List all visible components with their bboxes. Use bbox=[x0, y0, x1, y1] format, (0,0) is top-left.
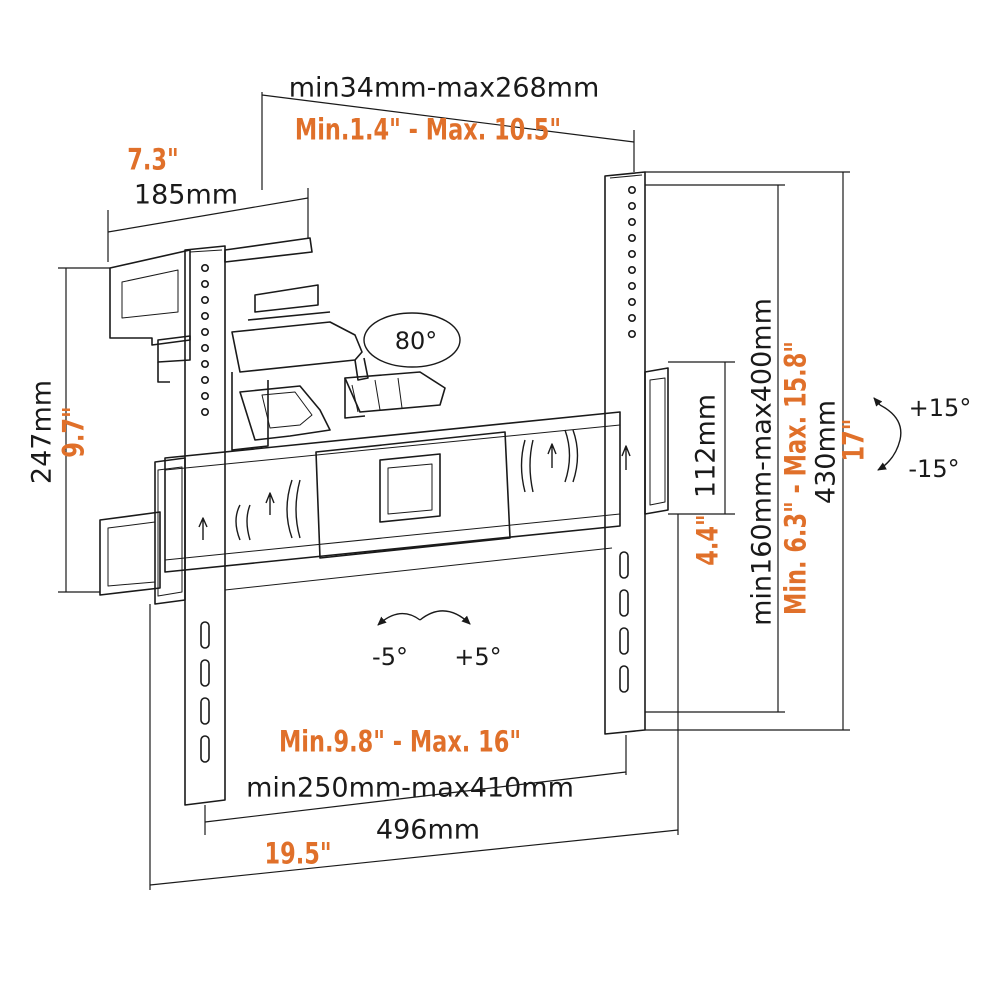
horizontal-rail bbox=[154, 367, 669, 605]
tilt-up-label: +15° bbox=[908, 394, 972, 422]
arm-span-mm-label: min34mm-max268mm bbox=[288, 72, 600, 104]
wall-plate-width-in-label: 7.3" bbox=[127, 142, 179, 177]
total-width-in-label: 19.5" bbox=[264, 836, 332, 871]
center-height-in-label: 4.4" bbox=[690, 514, 725, 566]
bracket-height-in-label: 17" bbox=[836, 418, 871, 462]
vesa-horizontal-in-label: Min.9.8" - Max. 16" bbox=[278, 724, 522, 759]
wall-plate-width-mm-label: 185mm bbox=[133, 179, 239, 211]
arm-span-in-label: Min.1.4" - Max. 10.5" bbox=[294, 112, 562, 147]
right-tv-strap bbox=[604, 171, 646, 735]
vesa-vertical-mm-label: min160mm-max400mm bbox=[746, 298, 778, 626]
dimension-lines bbox=[58, 92, 850, 890]
left-tv-strap bbox=[184, 245, 226, 806]
angle-indicators bbox=[363, 312, 902, 626]
swivel-ellipse bbox=[363, 312, 461, 368]
articulating-arms bbox=[231, 311, 446, 451]
total-width-mm-label: 496mm bbox=[375, 814, 481, 846]
center-height-mm-label: 112mm bbox=[690, 393, 722, 499]
level-left-label: -5° bbox=[372, 643, 408, 671]
swivel-angle-label: 80° bbox=[394, 327, 438, 355]
wall-plate bbox=[99, 237, 319, 596]
bracket-height-mm-label: 430mm bbox=[810, 399, 842, 505]
wall-plate-height-in-label: 9.7" bbox=[56, 406, 91, 458]
vesa-vertical-in-label: Min. 6.3" - Max. 15.8" bbox=[778, 340, 813, 616]
wall-plate-height-mm-label: 247mm bbox=[26, 379, 58, 485]
vesa-horizontal-mm-label: min250mm-max410mm bbox=[246, 772, 574, 804]
level-right-label: +5° bbox=[454, 643, 502, 671]
tilt-down-label: -15° bbox=[908, 455, 960, 483]
